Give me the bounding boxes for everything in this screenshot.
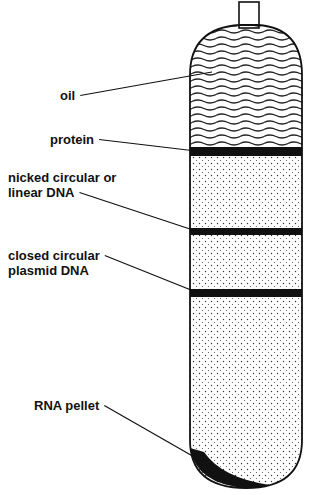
leader-line	[104, 406, 203, 463]
leader-line	[99, 140, 196, 152]
part-label: RNA pellet	[34, 398, 114, 413]
plasmid-band	[188, 289, 308, 297]
cscl-gradient	[188, 155, 308, 495]
tube-outline	[190, 25, 302, 488]
part-label: nicked circular or linear DNA	[8, 170, 120, 200]
rna-pellet	[190, 448, 270, 488]
part-label: closed circular plasmid DNA	[8, 248, 120, 278]
oil-layer	[188, 20, 308, 150]
protein-band	[188, 147, 308, 156]
nicked-dna-band	[188, 228, 308, 235]
leader-line	[80, 72, 212, 96]
part-label: oil	[60, 88, 100, 103]
leader-line	[80, 193, 197, 232]
leader-line	[105, 256, 196, 293]
part-label: protein	[50, 132, 110, 147]
